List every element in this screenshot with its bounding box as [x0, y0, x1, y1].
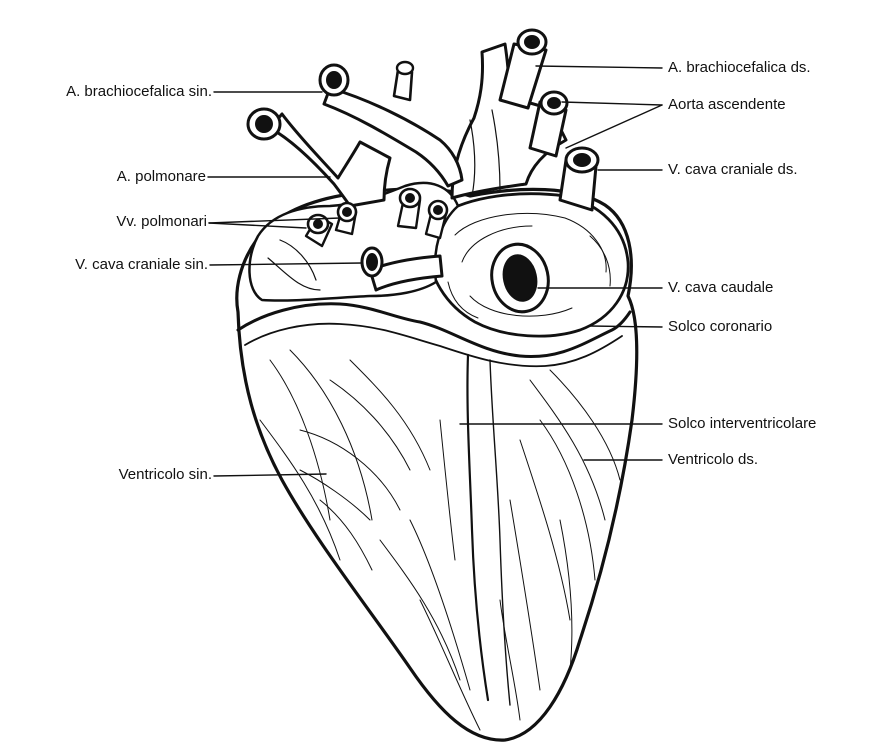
- interventricular-groove-2: [489, 359, 511, 706]
- label-coronary-groove: Solco coronario: [668, 318, 773, 335]
- label-right-cranial-vena-cava: V. cava craniale ds.: [668, 161, 798, 178]
- label-pulmonary-artery: A. polmonare: [116, 168, 206, 185]
- ventricle-hatching: [259, 349, 621, 731]
- leader-lines: [207, 65, 663, 477]
- label-left-brachiocephalic-artery: A. brachiocefalica sin.: [66, 83, 212, 100]
- right-brachiocephalic-artery: [498, 42, 548, 110]
- coronary-groove: [236, 302, 632, 359]
- label-left-cranial-vena-cava: V. cava craniale sin.: [75, 256, 208, 273]
- coronary-groove-lower: [244, 322, 623, 368]
- pulmonary-veins: [304, 187, 449, 248]
- label-ascending-aorta: Aorta ascendente: [668, 96, 786, 113]
- left-cranial-vena-cava: [368, 254, 444, 292]
- label-interventricular-groove: Solco interventricolare: [668, 415, 817, 432]
- pulmonary-artery: [268, 112, 392, 208]
- label-right-ventricle: Ventricolo ds.: [668, 451, 759, 468]
- interventricular-groove: [466, 353, 490, 702]
- label-right-brachiocephalic-artery: A. brachiocefalica ds.: [668, 59, 811, 76]
- left-brachiocephalic-artery: [322, 86, 464, 188]
- label-caudal-vena-cava: V. cava caudale: [668, 279, 774, 296]
- label-left-ventricle: Ventricolo sin.: [118, 466, 212, 483]
- label-pulmonary-veins: Vv. polmonari: [116, 213, 207, 230]
